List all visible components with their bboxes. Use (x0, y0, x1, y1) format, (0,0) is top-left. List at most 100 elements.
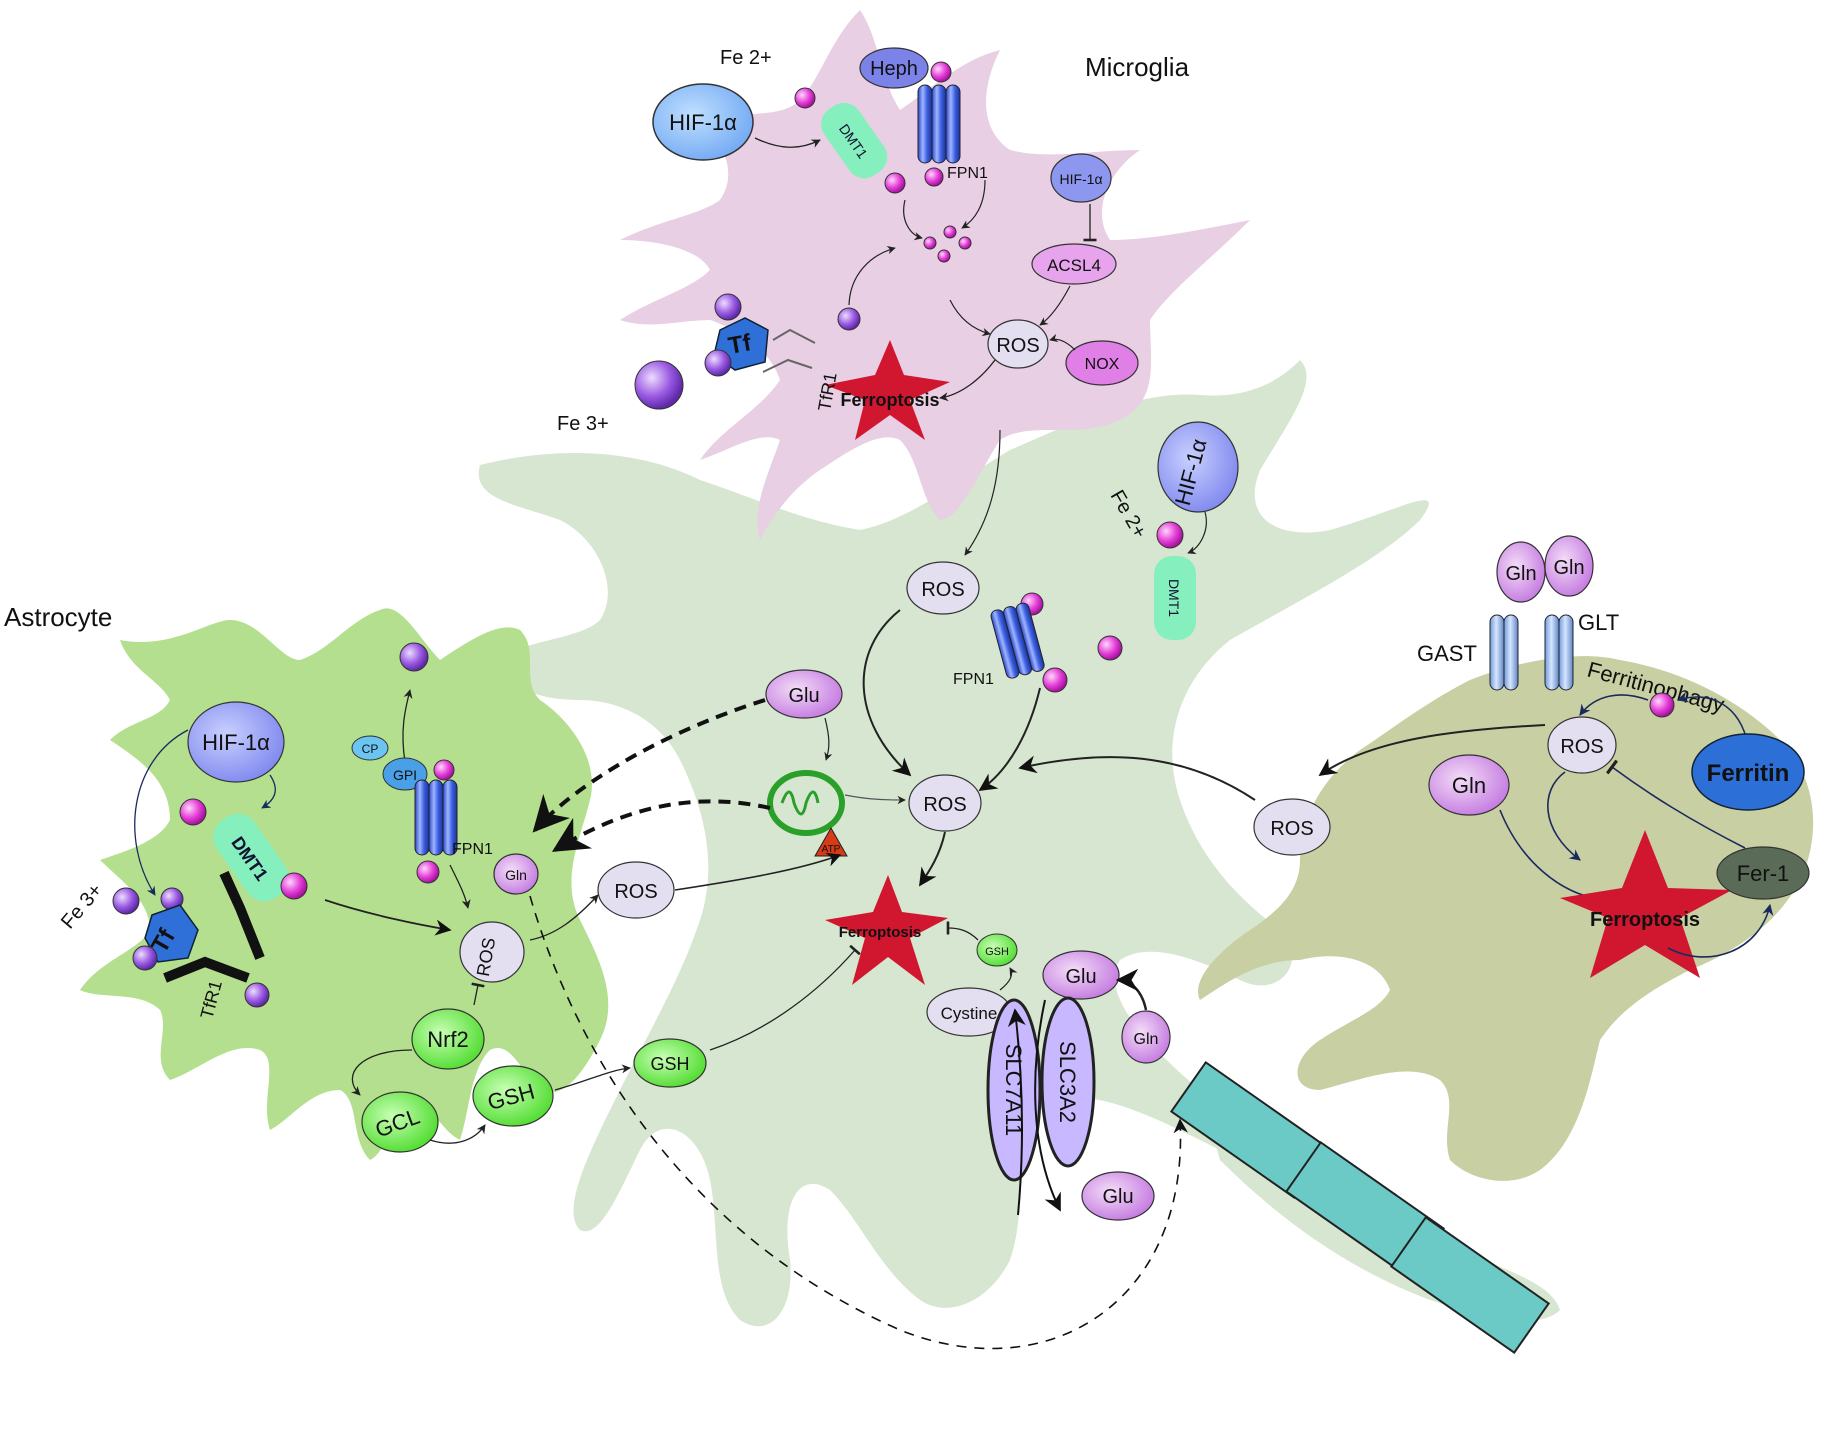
ros-to-ferroptosis-arrow (939, 359, 996, 402)
neuron-branch-left (700, 920, 768, 1100)
fpn1-iron-to-ros-arrow (978, 687, 1041, 791)
ros-right-to-center-arrow (1018, 755, 1256, 801)
neuron-dmt1: DMT1 (1154, 556, 1196, 640)
neuron-gln: Gln (1121, 1010, 1171, 1064)
astro-hif: HIF-1α (187, 701, 285, 783)
neuron-ferroptosis-star: Ferroptosis (825, 875, 948, 985)
iron-to-oligo-ros-arrow (1579, 694, 1649, 716)
mitochondrion (767, 770, 845, 836)
astro-hif-to-dmt1-arrow (261, 774, 276, 809)
gsh-export-arrow (554, 1064, 631, 1091)
astro-gcl: GCL (361, 1091, 439, 1153)
astro-fpn1-label: FPN1 (452, 841, 493, 858)
oligo-ros: ROS (1547, 716, 1617, 774)
microglia-tf-complex: Tf (704, 293, 769, 377)
mito-to-astro-dashed (551, 799, 771, 852)
iron-ion (837, 307, 861, 331)
microglia-dmt1: DMT1 (821, 102, 888, 179)
fe3-to-pool-arrow (848, 245, 896, 306)
svg-text:HIF-1α: HIF-1α (1059, 171, 1102, 187)
pool-to-ros-arrow (949, 299, 991, 337)
svg-text:GSH: GSH (650, 1054, 689, 1074)
svg-text:HIF-1α: HIF-1α (202, 730, 270, 755)
ros-out-to-ferroptosis-arrow (674, 852, 842, 891)
astro-fpn1-to-ros-arrow (449, 864, 471, 909)
astro-gln: Gln (493, 853, 539, 895)
hif-to-dmt1-arrow (754, 137, 821, 148)
astro-fe3-label: Fe 3+ (57, 879, 107, 933)
iron-ion (244, 982, 270, 1008)
svg-text:NOX: NOX (1085, 356, 1120, 373)
astro-ros: ROS (459, 921, 525, 983)
svg-text:Gln: Gln (1452, 773, 1486, 798)
acsl4-to-ros-arrow (1039, 285, 1071, 326)
cystine-to-gsh-arrow (999, 967, 1018, 991)
oligo-gln-2: Gln (1544, 535, 1594, 597)
microglia-hif-node: HIF-1α (652, 83, 754, 161)
hif-to-dmt1-arrow-neuron (1187, 511, 1207, 554)
svg-text:ATP: ATP (822, 844, 841, 855)
svg-text:ROS: ROS (1270, 818, 1313, 840)
oligo-fer1: Fer-1 (1716, 846, 1810, 900)
ros-top-to-center-arrow (862, 609, 912, 777)
nox-to-ros-arrow (1049, 333, 1076, 351)
oligodendrocyte-body (1198, 656, 1814, 1181)
gln-to-oligo-dashed (529, 895, 1188, 1350)
svg-text:Ferroptosis: Ferroptosis (839, 924, 922, 941)
neuron-glu-transporter: Glu (1042, 950, 1120, 1000)
svg-text:ROS: ROS (1560, 736, 1603, 758)
svg-text:Cystine: Cystine (941, 1004, 998, 1023)
microglia-fe2-label: Fe 2+ (720, 47, 772, 69)
svg-text:GPI: GPI (393, 767, 417, 783)
ros-to-ferroptosis-arrow-neuron (919, 831, 946, 887)
microglia-nox: NOX (1065, 340, 1139, 386)
microglia-ros-release-arrow (964, 429, 1001, 556)
astro-gpi: GPI (382, 757, 428, 791)
astro-gsh: GSH (472, 1065, 554, 1127)
ferroptosis-to-fer1-arrow (1667, 903, 1774, 958)
svg-text:Gln: Gln (505, 867, 527, 883)
ferritin-to-iron-arrow (1676, 691, 1749, 746)
iron-ion (179, 798, 207, 826)
gcl-to-gsh-arrow (429, 1124, 486, 1144)
svg-text:Ferroptosis: Ferroptosis (840, 390, 939, 410)
astro-ros-to-ros-out-arrow (529, 894, 599, 941)
neuron-gsh-small: GSH (976, 933, 1018, 967)
iron-ion (1649, 692, 1675, 718)
svg-text:HIF-1α: HIF-1α (669, 110, 737, 135)
astro-gpi-export-arrow (402, 689, 413, 763)
neuron-fpn1-transporter (990, 602, 1045, 679)
iron-ion (399, 642, 429, 672)
svg-text:Glu: Glu (788, 685, 819, 707)
iron-ion (794, 87, 816, 109)
neuron-fpn1-label: FPN1 (953, 671, 994, 688)
oligo-gast-label: GAST (1417, 641, 1477, 666)
microglia-hif-small: HIF-1α (1050, 153, 1112, 203)
oligo-gln-1: Gln (1496, 541, 1546, 603)
iron-ion (280, 872, 308, 900)
microglia-body (620, 10, 1250, 540)
astrocyte-label: Astrocyte (4, 602, 112, 632)
iron-ion (924, 167, 944, 187)
fer1-inhibits-ros (1605, 759, 1746, 849)
iron-ion (1042, 667, 1068, 693)
iron-ion (884, 172, 906, 194)
microglia-ros: ROS (987, 319, 1049, 369)
microglia-ferroptosis-star: Ferroptosis (825, 340, 950, 440)
astro-gsh-out: GSH (633, 1038, 707, 1088)
oligo-ferritin: Ferritin (1691, 733, 1805, 811)
microglia-label: Microglia (1085, 52, 1190, 82)
astro-ros-out: ROS (597, 861, 675, 919)
cystine-import-arrow (1007, 1008, 1026, 1216)
fpn1-to-pool-arrow (961, 179, 986, 229)
nrf2-to-gcl-arrow (350, 1049, 413, 1096)
svg-text:Ferritin: Ferritin (1707, 760, 1790, 787)
astro-hif-to-tf-arrow (134, 729, 189, 896)
gln-to-glu-arrow (1115, 968, 1148, 1011)
dmt1-to-pool-arrow (903, 199, 923, 241)
glu-to-astro-dashed (532, 698, 766, 833)
iron-ion (634, 360, 684, 410)
microglia-tfr1-receptor (762, 328, 816, 373)
svg-text:ACSL4: ACSL4 (1047, 256, 1101, 275)
